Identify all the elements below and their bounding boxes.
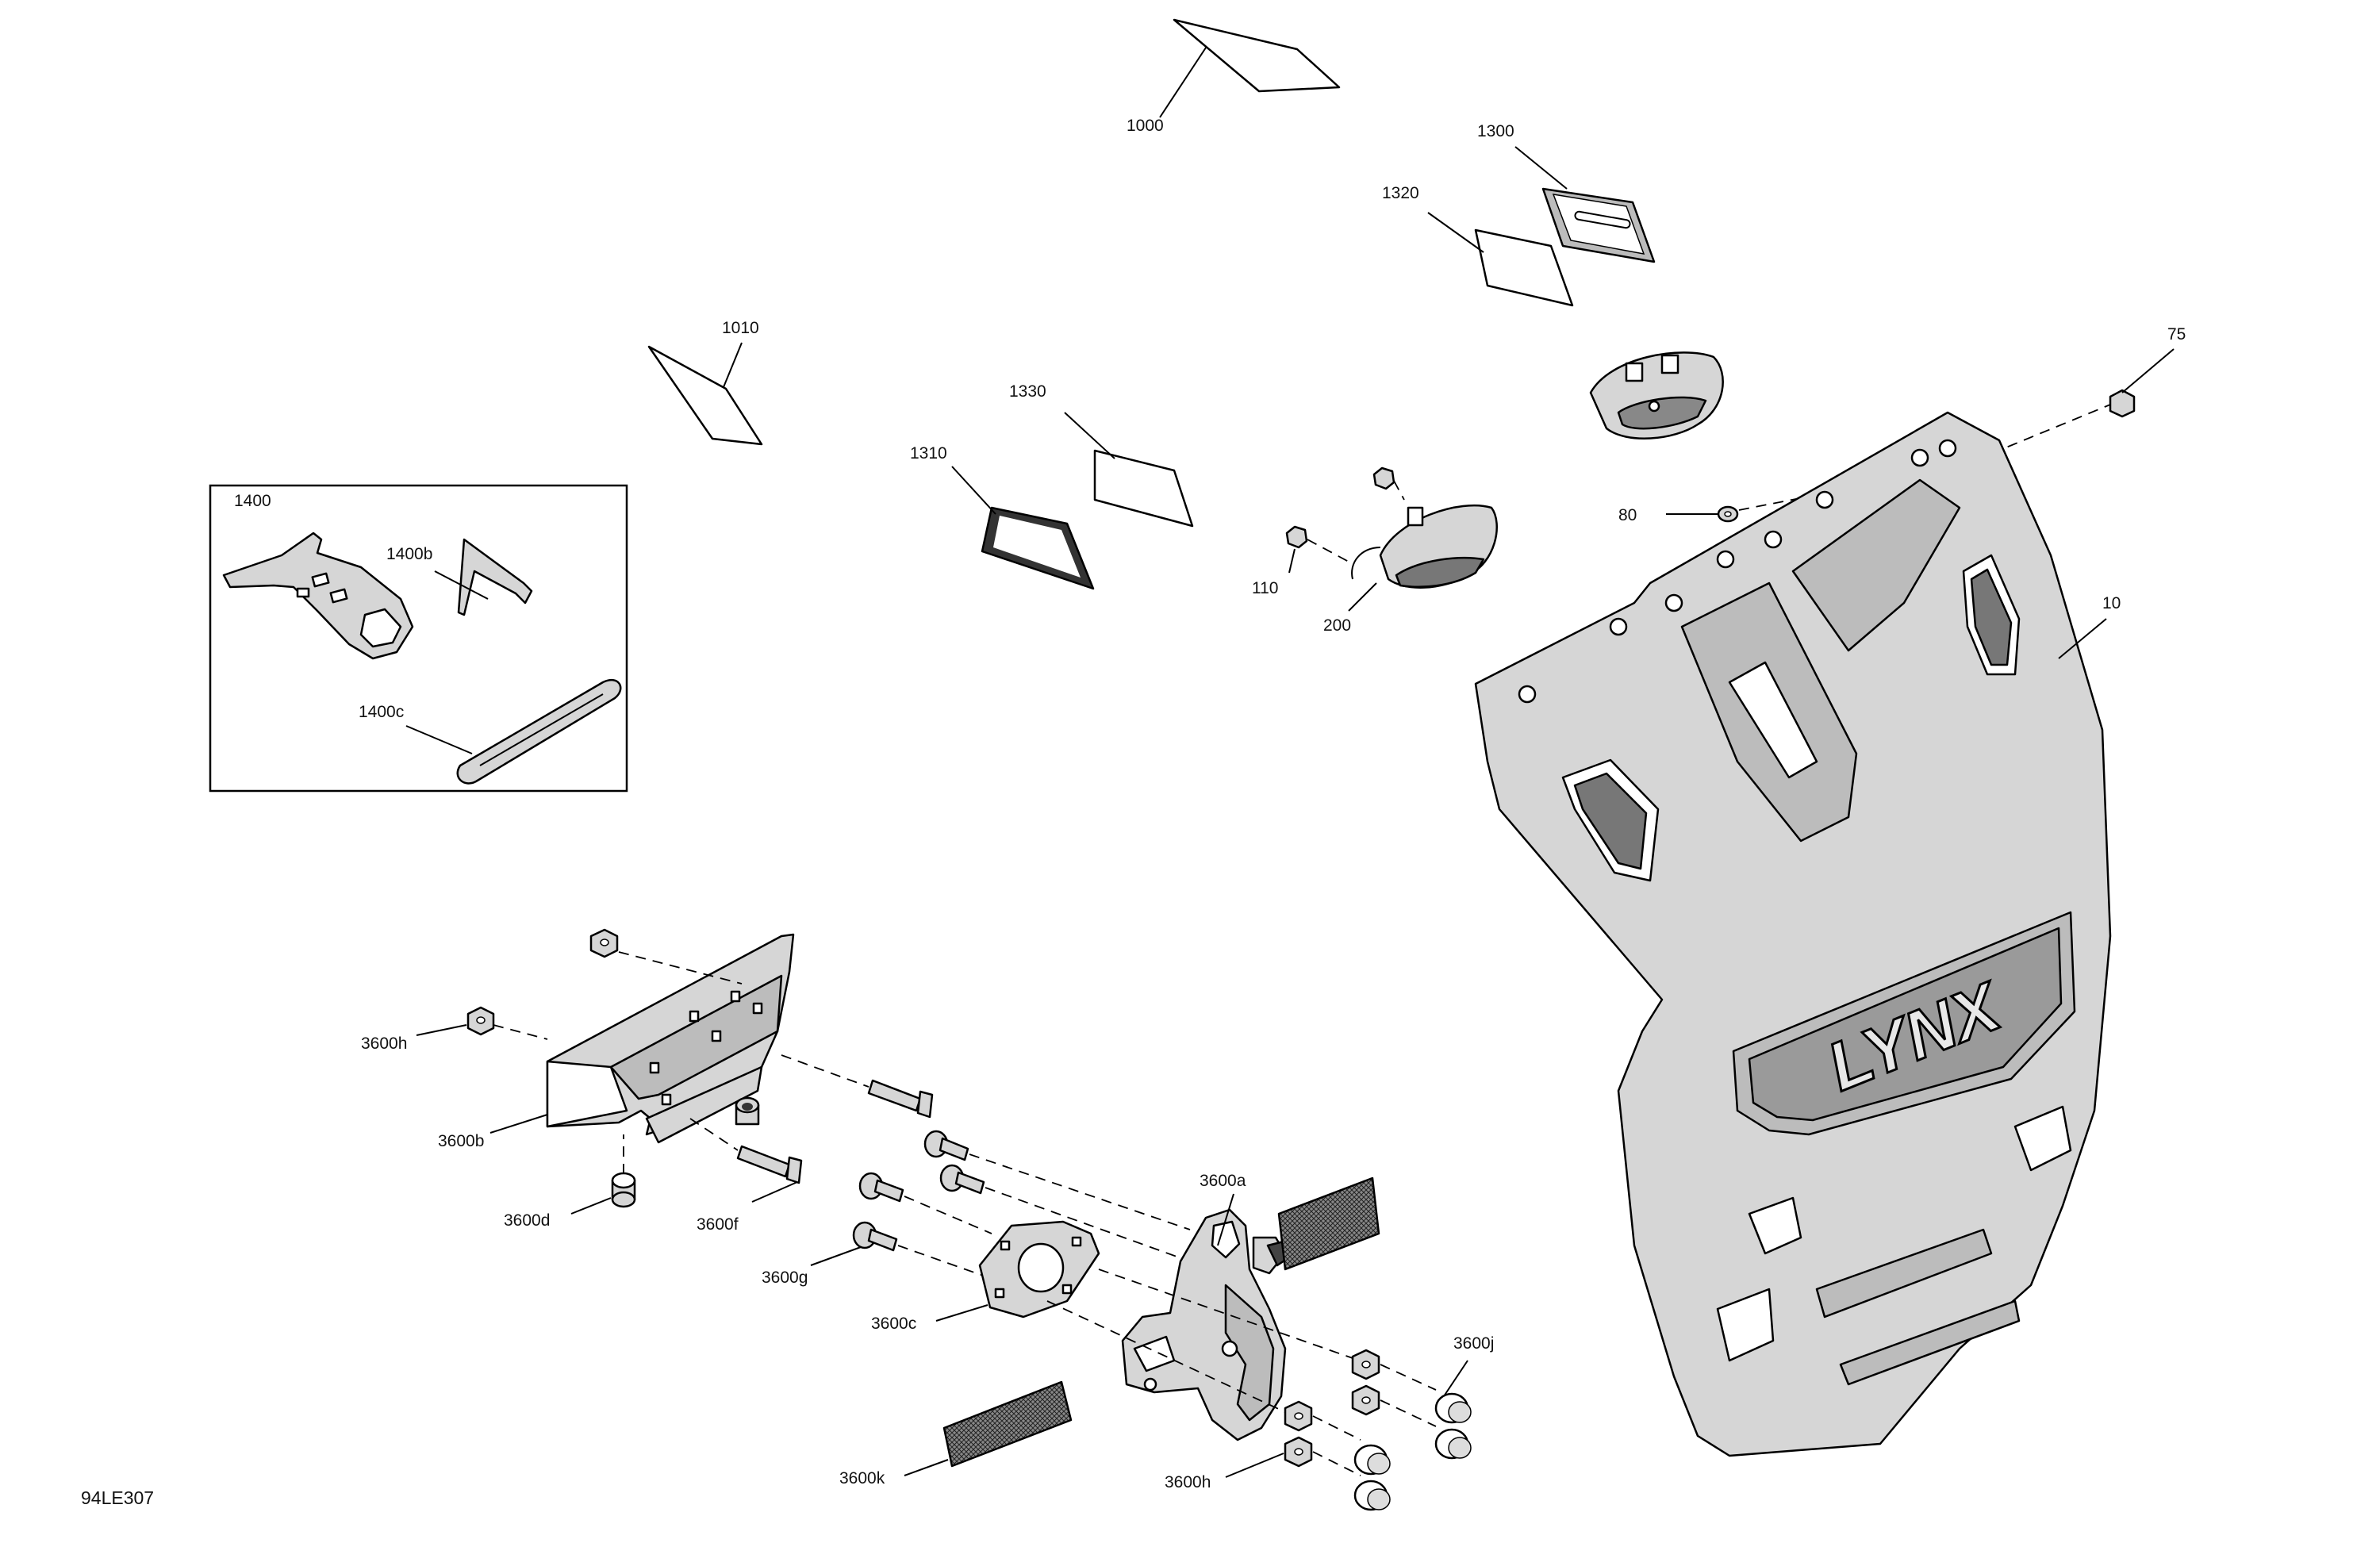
diagram-code: 94LE307	[81, 1487, 154, 1508]
reflector-3600k: 3600k	[839, 1380, 1073, 1487]
callout-1010: 1010	[722, 319, 759, 337]
callout-75: 75	[2167, 325, 2186, 344]
light-housing-upper	[1589, 351, 1724, 439]
callout-3600g: 3600g	[762, 1269, 808, 1287]
callout-3600j: 3600j	[1453, 1334, 1494, 1353]
callout-1320: 1320	[1382, 184, 1419, 202]
callout-3600h-bottom: 3600h	[1165, 1473, 1211, 1491]
callout-10: 10	[2102, 594, 2121, 612]
callout-80: 80	[1618, 506, 1637, 524]
bolts-3600f: 3600f	[689, 1054, 934, 1234]
decal-1300: 1300	[1477, 122, 1656, 263]
lens-1310: 1310	[910, 444, 1095, 590]
callout-1000: 1000	[1127, 117, 1164, 135]
caps-3600j: 3600j	[1353, 1334, 1494, 1511]
nut-110: 110	[1252, 466, 1405, 597]
callout-110: 110	[1252, 579, 1278, 597]
callout-1400b: 1400b	[386, 545, 432, 563]
bolts-3600g: 3600g	[762, 1130, 1191, 1287]
spacer-3600d: 3600d	[504, 1134, 636, 1230]
callout-3600c: 3600c	[871, 1315, 916, 1333]
hitch-3600a: 3600a	[1121, 1172, 1291, 1441]
callout-3600b: 3600b	[438, 1132, 484, 1150]
hitch-bracket-3600b: 3600b	[438, 933, 795, 1150]
nuts-3600h-top: 3600h	[361, 928, 743, 1053]
plate-3600c: 3600c	[871, 1220, 1100, 1333]
light-200: 200	[1323, 504, 1498, 635]
decal-1320: 1320	[1382, 184, 1574, 307]
decal-1010: 1010	[647, 319, 763, 446]
decal-1000: 1000	[1127, 18, 1341, 135]
spacer-bracket	[735, 1096, 760, 1126]
callout-3600h-top: 3600h	[361, 1034, 407, 1053]
kit-frame	[209, 484, 628, 793]
decal-1330: 1330	[1009, 382, 1194, 528]
nuts-3600h-bottom: 3600h	[1165, 1349, 1437, 1491]
assembly-axis-lines	[1046, 1269, 1353, 1413]
callout-200: 200	[1323, 616, 1351, 635]
callout-1330: 1330	[1009, 382, 1046, 401]
reflector-upper	[1277, 1176, 1380, 1271]
callout-1310: 1310	[910, 444, 947, 463]
kit-box-label: 1400	[234, 492, 271, 510]
callout-3600a: 3600a	[1200, 1172, 1246, 1190]
tool-kit-box-1400: 1400 1400b 1400c	[209, 484, 628, 793]
callout-1400c: 1400c	[359, 703, 404, 721]
callout-3600k: 3600k	[839, 1469, 885, 1487]
snow-flap-10: LYNX 10	[1474, 411, 2121, 1457]
callout-1300: 1300	[1477, 122, 1514, 140]
callout-3600d: 3600d	[504, 1211, 550, 1230]
callout-3600f: 3600f	[697, 1215, 739, 1234]
nut-75: 75	[1975, 325, 2186, 461]
